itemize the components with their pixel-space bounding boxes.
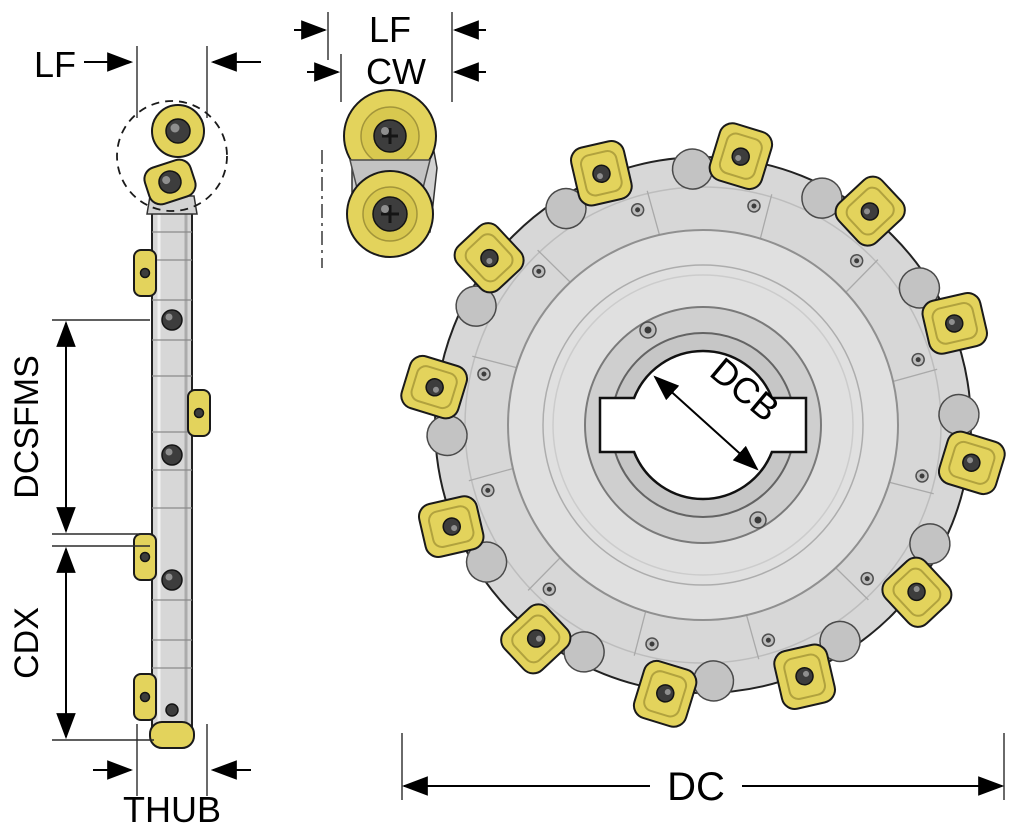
dim-lf-detail: LF	[294, 9, 486, 50]
dim-label-dcsfms: DCSFMS	[8, 355, 46, 499]
dim-label-thub: THUB	[123, 789, 221, 830]
detail-callout-circle	[116, 100, 228, 212]
hub-ring	[542, 264, 864, 586]
dim-cdx: CDX	[8, 545, 154, 741]
dim-thub: THUB	[93, 760, 251, 830]
dim-dcsfms: DCSFMS	[8, 319, 150, 535]
machining-ring	[464, 186, 942, 664]
dim-arrow	[653, 375, 759, 471]
dim-cw: CW	[307, 51, 486, 92]
insert	[149, 721, 195, 749]
torx-screw-icon	[382, 128, 398, 144]
face-holes	[639, 321, 767, 529]
front-view	[390, 112, 1016, 738]
body-segment-lines	[152, 231, 192, 669]
torx-screw-icon	[381, 205, 399, 223]
top-insert-cluster	[116, 100, 228, 215]
detail-top-insert	[343, 89, 437, 183]
dim-lf-side: LF	[34, 44, 261, 85]
dim-label-dc: DC	[667, 765, 725, 809]
side-view	[116, 46, 228, 796]
clamp-screws	[161, 309, 183, 591]
side-inserts	[133, 249, 211, 721]
bottom-insert	[149, 703, 195, 749]
dim-label-lf-side: LF	[34, 44, 76, 85]
detail-view	[321, 12, 453, 268]
dim-dc: DC	[401, 733, 1005, 809]
dim-label-cdx: CDX	[8, 607, 46, 679]
dim-label-lf-detail: LF	[369, 9, 411, 50]
dim-label-cw: CW	[366, 51, 426, 92]
detail-bottom-insert	[346, 170, 434, 258]
hub-ring	[552, 274, 854, 576]
